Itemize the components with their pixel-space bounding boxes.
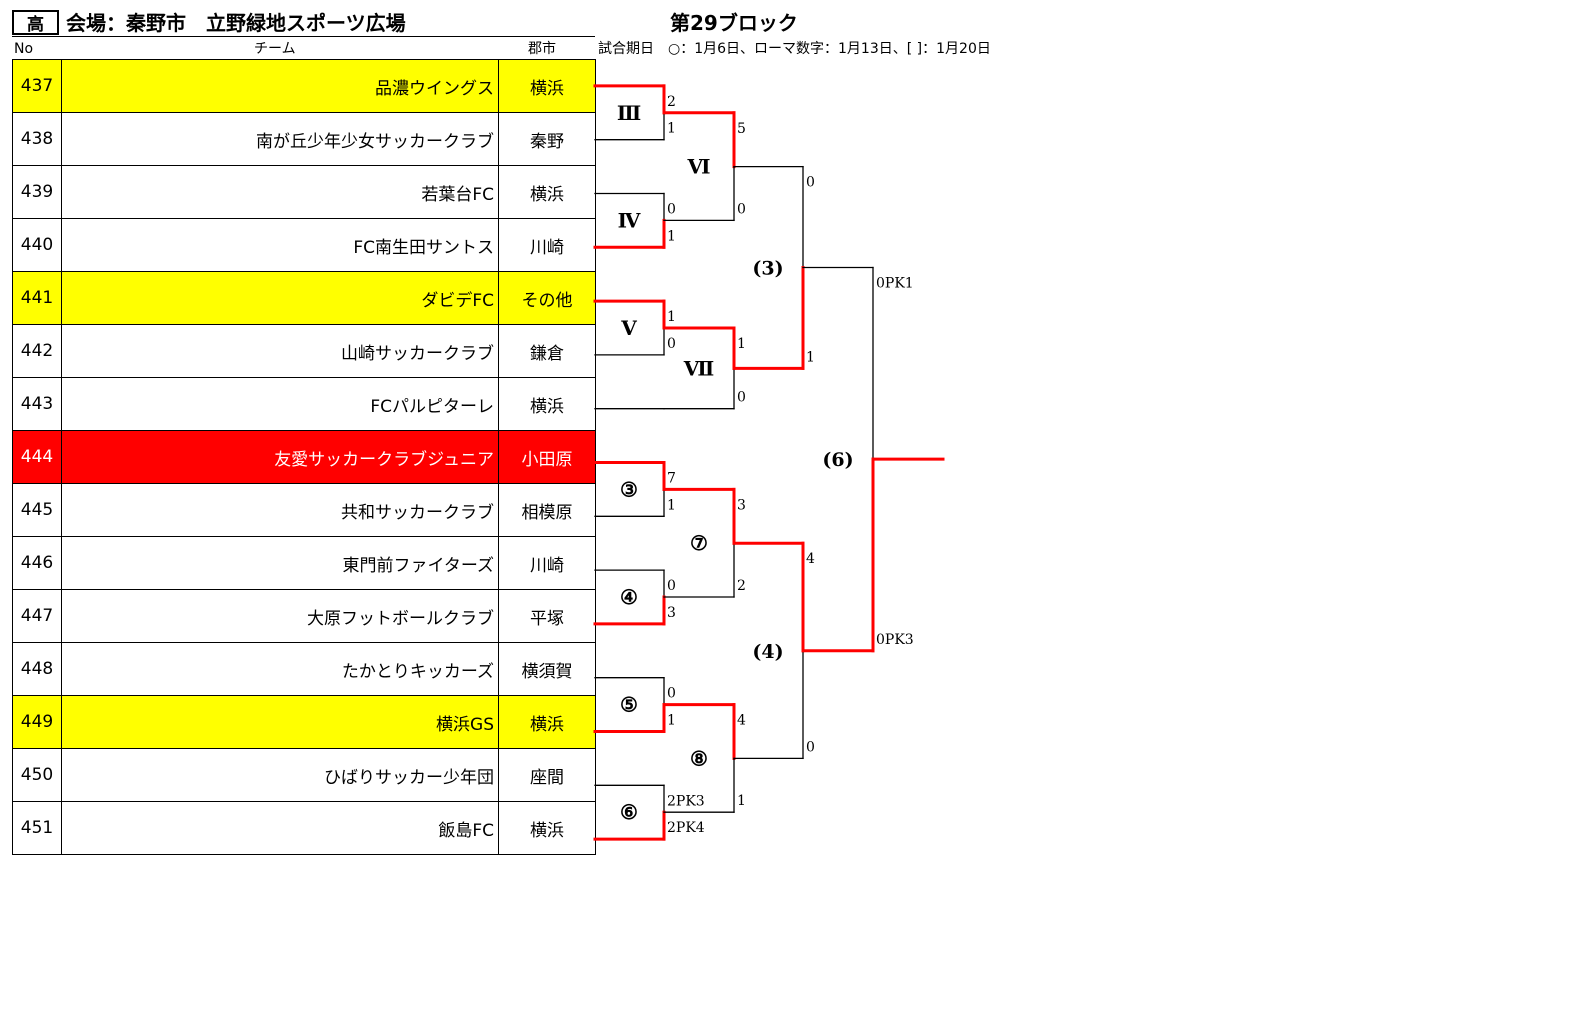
team-city: その他 xyxy=(498,271,596,325)
team-city: 座間 xyxy=(498,748,596,802)
match-label: (3) xyxy=(752,257,783,279)
team-no: 449 xyxy=(12,695,62,749)
team-name: FC南生田サントス xyxy=(61,218,499,272)
team-city: 小田原 xyxy=(498,430,596,484)
team-city: 平塚 xyxy=(498,589,596,643)
team-name: 山崎サッカークラブ xyxy=(61,324,499,378)
score-top: 2PK3 xyxy=(667,793,705,809)
score-top: 2 xyxy=(667,94,676,110)
score-bottom: 2 xyxy=(737,578,746,594)
team-city: 横浜 xyxy=(498,801,596,855)
score-bottom: 1 xyxy=(667,121,676,137)
team-name: 友愛サッカークラブジュニア xyxy=(61,430,499,484)
block-title: 第29ブロック xyxy=(670,11,798,35)
team-no: 438 xyxy=(12,112,62,166)
team-name: 横浜GS xyxy=(61,695,499,749)
score-top: 3 xyxy=(737,497,746,513)
team-no: 448 xyxy=(12,642,62,696)
score-top: 1 xyxy=(737,336,746,352)
venue-title: 会場：秦野市 立野緑地スポーツ広場 xyxy=(66,11,406,35)
team-no: 450 xyxy=(12,748,62,802)
team-no: 442 xyxy=(12,324,62,378)
team-city: 相模原 xyxy=(498,483,596,537)
match-label: ④ xyxy=(620,585,638,609)
score-bottom: 2PK4 xyxy=(667,820,705,836)
team-name: 南が丘少年少女サッカークラブ xyxy=(61,112,499,166)
score-bottom: 1 xyxy=(806,349,815,365)
team-name: 若葉台FC xyxy=(61,165,499,219)
column-header-team: チーム xyxy=(254,41,296,57)
score-bottom: 1 xyxy=(667,228,676,244)
match-label: ⑧ xyxy=(690,746,708,770)
score-top: 5 xyxy=(737,121,746,137)
team-name: ひばりサッカー少年団 xyxy=(61,748,499,802)
score-bottom: 0PK3 xyxy=(876,632,914,648)
column-header-city: 郡市 xyxy=(528,41,556,57)
match-date-note: 試合期日 ○：1月6日、ローマ数字：1月13日、[ ]：1月20日 xyxy=(598,41,991,57)
match-label: Ⅵ xyxy=(687,155,711,179)
score-bottom: 1 xyxy=(737,793,746,809)
team-name: 共和サッカークラブ xyxy=(61,483,499,537)
team-city: 秦野 xyxy=(498,112,596,166)
score-bottom: 0 xyxy=(667,336,676,352)
team-city: 川崎 xyxy=(498,536,596,590)
score-bottom: 3 xyxy=(667,605,676,621)
team-no: 444 xyxy=(12,430,62,484)
column-header-no: No xyxy=(14,41,34,57)
score-top: 4 xyxy=(737,713,746,729)
match-label: Ⅶ xyxy=(683,356,715,380)
team-no: 437 xyxy=(12,59,62,113)
score-bottom: 0 xyxy=(737,390,746,406)
score-top: 0 xyxy=(806,175,815,191)
score-bottom: 1 xyxy=(667,497,676,513)
score-top: 4 xyxy=(806,551,815,567)
match-label: Ⅲ xyxy=(617,101,641,125)
team-city: 鎌倉 xyxy=(498,324,596,378)
match-label: (4) xyxy=(752,641,783,663)
score-top: 0 xyxy=(667,686,676,702)
match-label: ⑤ xyxy=(620,693,638,717)
score-bottom: 1 xyxy=(667,713,676,729)
team-no: 441 xyxy=(12,271,62,325)
match-label: Ⅳ xyxy=(618,208,641,232)
grade-badge: 高 xyxy=(12,10,59,35)
score-bottom: 0 xyxy=(806,739,815,755)
team-no: 443 xyxy=(12,377,62,431)
score-top: 1 xyxy=(667,309,676,325)
match-label: ③ xyxy=(620,477,638,501)
match-label: Ⅴ xyxy=(620,316,637,340)
score-top: 0 xyxy=(667,578,676,594)
team-no: 440 xyxy=(12,218,62,272)
match-label: (6) xyxy=(822,449,853,471)
team-city: 横浜 xyxy=(498,165,596,219)
team-name: 大原フットボールクラブ xyxy=(61,589,499,643)
match-label: ⑦ xyxy=(690,531,708,555)
team-name: ダビデFC xyxy=(61,271,499,325)
score-bottom: 0 xyxy=(737,201,746,217)
team-no: 439 xyxy=(12,165,62,219)
header-divider xyxy=(12,36,595,37)
score-top: 0PK1 xyxy=(876,275,914,291)
team-name: 東門前ファイターズ xyxy=(61,536,499,590)
match-label: ⑥ xyxy=(620,800,638,824)
score-top: 0 xyxy=(667,202,676,218)
score-top: 7 xyxy=(667,471,676,487)
team-city: 横浜 xyxy=(498,377,596,431)
